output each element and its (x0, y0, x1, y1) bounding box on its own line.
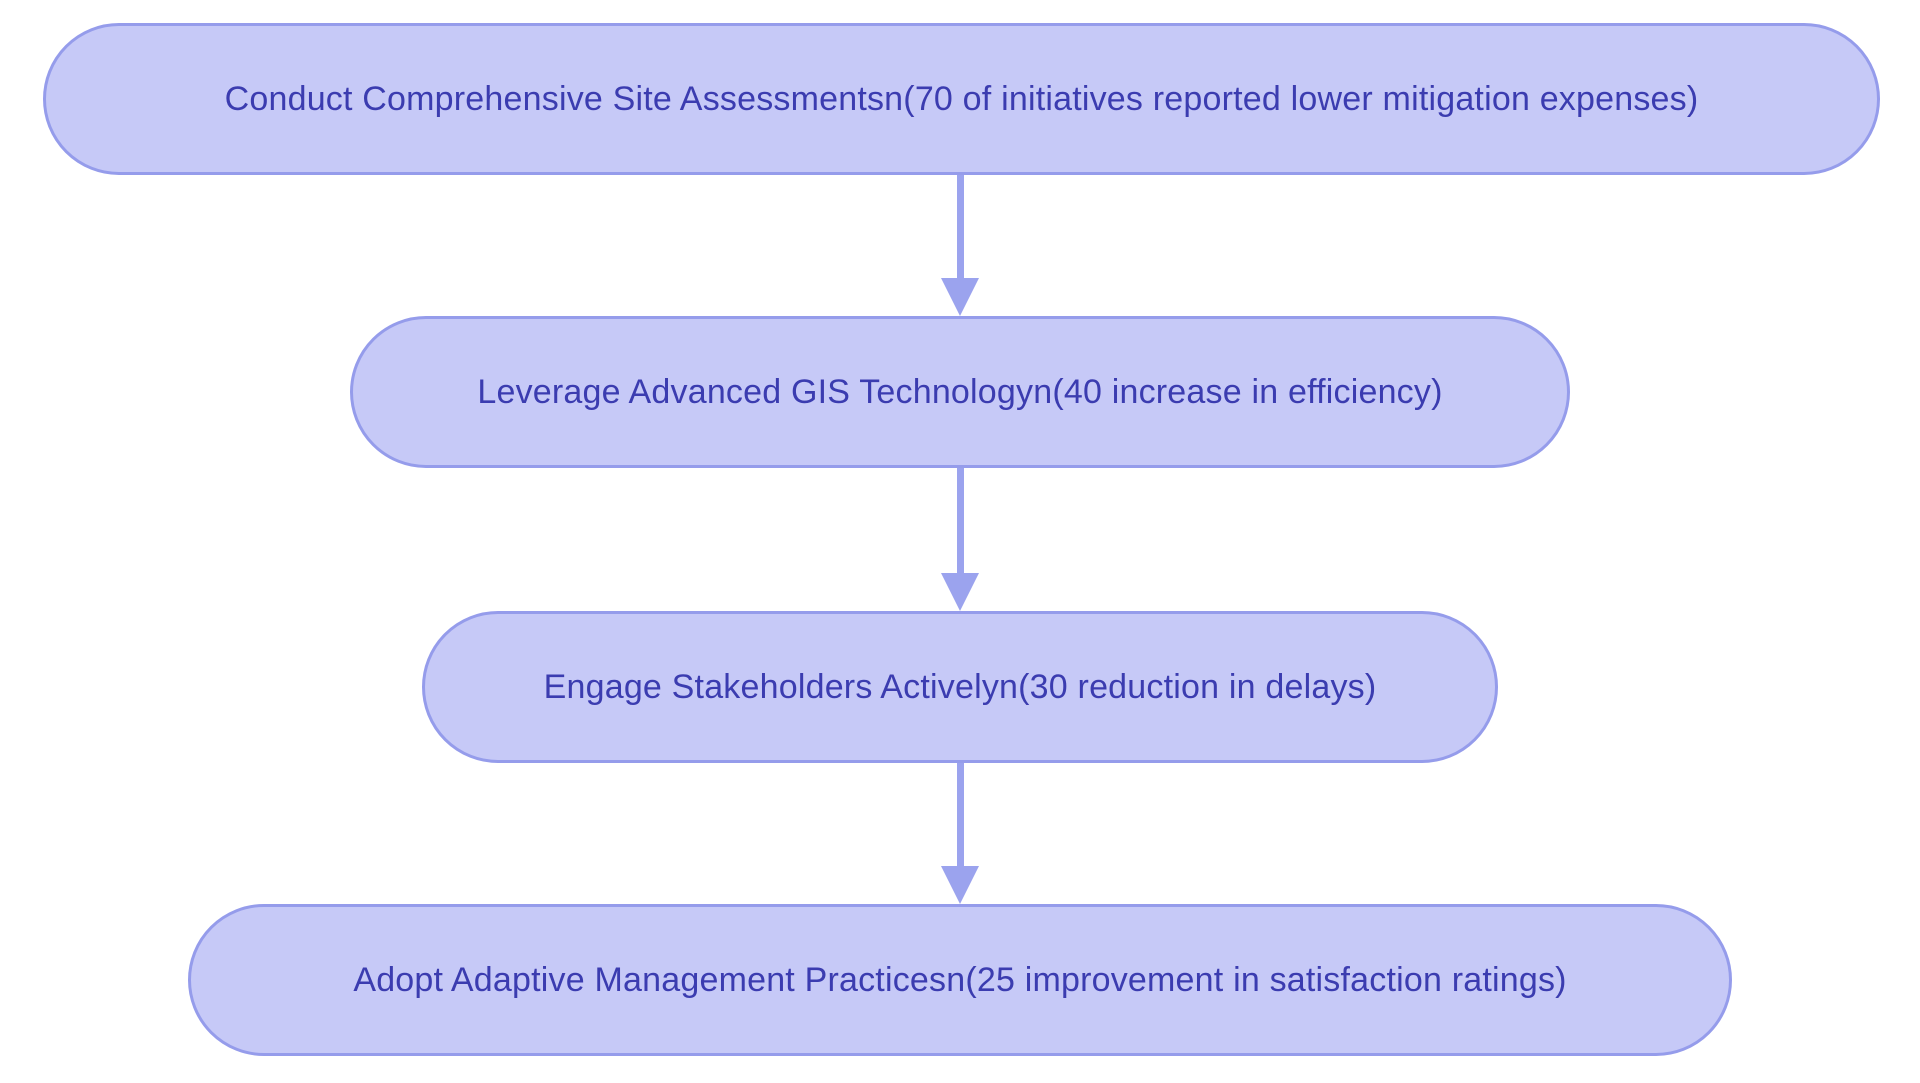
flow-node-label: Leverage Advanced GIS Technologyn(40 inc… (477, 372, 1443, 411)
arrow-head-icon (941, 573, 979, 611)
arrow-head-icon (941, 278, 979, 316)
flow-node-site-assessments: Conduct Comprehensive Site Assessmentsn(… (43, 23, 1880, 175)
flow-arrow-1 (941, 175, 979, 316)
flow-node-adaptive-management: Adopt Adaptive Management Practicesn(25 … (188, 904, 1732, 1056)
arrow-head-icon (941, 866, 979, 904)
flow-node-engage-stakeholders: Engage Stakeholders Activelyn(30 reducti… (422, 611, 1498, 763)
arrow-line (956, 175, 964, 278)
flow-node-label: Engage Stakeholders Activelyn(30 reducti… (543, 667, 1377, 706)
flow-node-label: Conduct Comprehensive Site Assessmentsn(… (224, 79, 1699, 118)
flow-arrow-3 (941, 763, 979, 904)
flow-arrow-2 (941, 468, 979, 611)
arrow-line (956, 468, 964, 573)
arrow-line (956, 763, 964, 866)
flow-node-label: Adopt Adaptive Management Practicesn(25 … (353, 960, 1567, 999)
flow-node-gis-technology: Leverage Advanced GIS Technologyn(40 inc… (350, 316, 1570, 468)
